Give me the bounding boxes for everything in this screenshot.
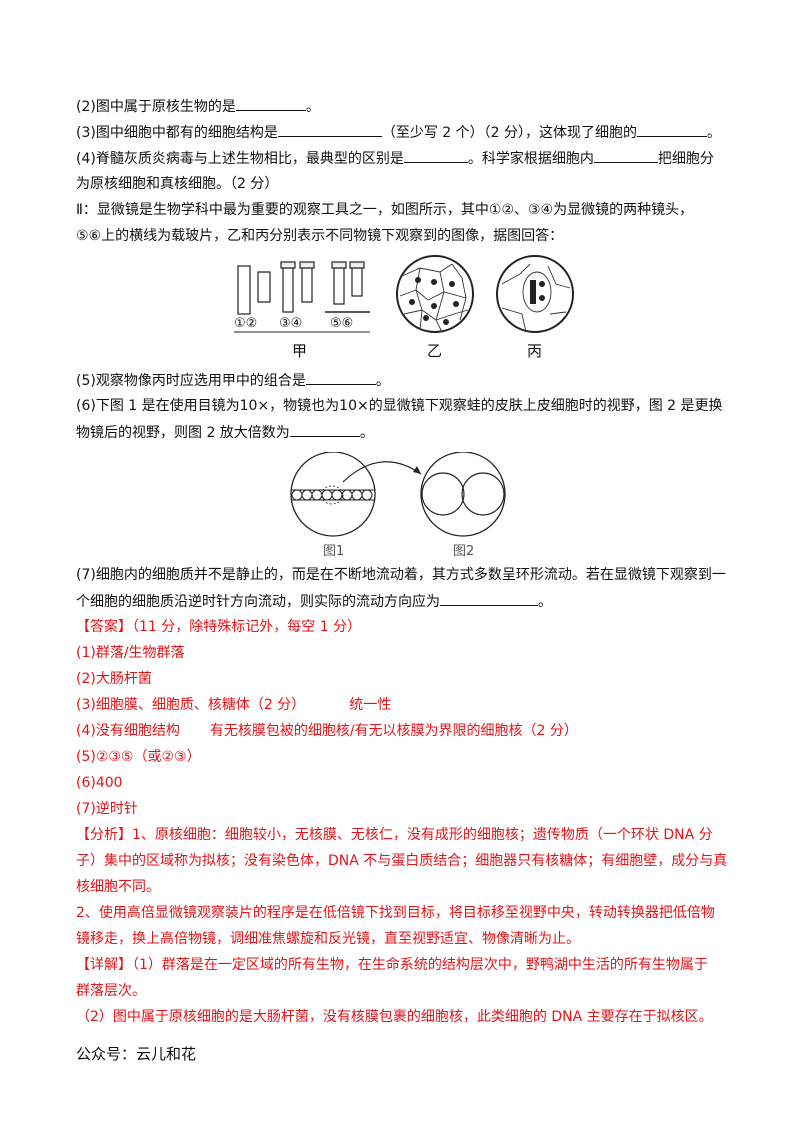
label-bing: 丙	[527, 342, 543, 360]
field-of-view-diagram	[290, 451, 506, 537]
detail-line3: （2）图中属于原核细胞的是大肠杆菌，没有核膜包裹的细胞核，此类细胞的 DNA 主…	[76, 1009, 713, 1025]
part2-line1: Ⅱ：显微镜是生物学科中最为重要的观察工具之一，如图所示，其中①②、③④为显微镜的…	[76, 202, 694, 218]
label-yi: 乙	[427, 342, 443, 360]
microscope-figure: ①② ③④ ⑤⑥ 甲 乙 丙	[230, 254, 590, 364]
answer-blank[interactable]	[637, 122, 708, 137]
answer-4: (4)没有细胞结构有无核膜包被的细胞核/有无以核膜为界限的细胞核（2 分）	[76, 723, 578, 739]
figure-1-label: 图1	[323, 544, 345, 559]
answer-7: (7)逆时针	[76, 801, 138, 817]
q4-line1: (4)脊髓灰质炎病毒与上述生物相比，最典型的区别是。科学家根据细胞内把细胞分	[76, 148, 714, 169]
q4-line2: 为原核细胞和真核细胞。（2 分）	[76, 176, 279, 192]
analysis-line5: 镜移走，换上高倍物镜，调细准焦螺旋和反光镜，直至视野适宜、物像清晰为止。	[76, 931, 580, 947]
answer-3: (3)细胞膜、细胞质、核糖体（2 分）统一性	[76, 697, 392, 713]
answer-blank[interactable]	[305, 370, 376, 385]
part2-line2: ⑤⑥上的横线为载玻片，乙和丙分别表示不同物镜下观察到的图像，据图回答：	[76, 228, 564, 244]
answer-6: (6)400	[76, 775, 123, 791]
label-jia: 甲	[292, 342, 308, 360]
q2-line: (2)图中属于原核生物的是。	[76, 96, 320, 117]
answer-blank[interactable]	[440, 591, 538, 606]
answer-1: (1)群落/生物群落	[76, 645, 185, 661]
answer-blank[interactable]	[403, 148, 468, 163]
q5-line: (5)观察物像丙时应选用甲中的组合是。	[76, 370, 390, 391]
answer-5: (5)②③⑤（或②③）	[76, 749, 201, 765]
q7-line2: 个细胞的细胞质沿逆时针方向流动，则实际的流动方向应为。	[76, 591, 552, 612]
q6-line1: (6)下图 1 是在使用目镜为10×，物镜也为10×的显微镜下观察蛙的皮肤上皮细…	[76, 398, 723, 414]
q6-line2: 物镜后的视野，则图 2 放大倍数为。	[76, 422, 374, 443]
analysis-line4: 2、使用高倍显微镜观察装片的程序是在低倍镜下找到目标，将目标移至视野中央，转动转…	[76, 905, 715, 921]
answer-blank[interactable]	[289, 422, 360, 437]
answer-blank[interactable]	[277, 122, 382, 137]
detail-line2: 群落层次。	[76, 983, 146, 999]
answer-header: 【答案】（11 分，除特殊标记外，每空 1 分）	[76, 619, 362, 635]
field-of-view-figure: 图1 图2	[285, 451, 515, 559]
answer-2: (2)大肠杆菌	[76, 671, 152, 687]
lens-label-34: ③④	[279, 316, 303, 331]
lens-label-56: ⑤⑥	[330, 316, 354, 331]
lens-label-12: ①②	[234, 316, 258, 331]
lens-diagram	[234, 255, 574, 333]
analysis-line1: 【分析】1、原核细胞：细胞较小，无核膜、无核仁，没有成形的细胞核；遗传物质（一个…	[76, 827, 713, 843]
answer-blank[interactable]	[235, 96, 306, 111]
figure-2-label: 图2	[453, 544, 475, 559]
q7-line1: (7)细胞内的细胞质并不是静止的，而是在不断地流动着，其方式多数呈环形流动。若在…	[76, 567, 726, 583]
q3-line: (3)图中细胞中都有的细胞结构是（至少写 2 个）（2 分），这体现了细胞的。	[76, 122, 721, 143]
answer-blank[interactable]	[593, 148, 658, 163]
analysis-line3: 核细胞不同。	[76, 879, 160, 895]
footer-text: 公众号：云儿和花	[76, 1045, 197, 1063]
analysis-line2: 子）集中的区域称为拟核；没有染色体，DNA 不与蛋白质结合；细胞器只有核糖体；有…	[76, 853, 728, 869]
detail-line1: 【详解】（1）群落是在一定区域的所有生物，在生命系统的结构层次中，野鸭湖中生活的…	[76, 957, 708, 973]
